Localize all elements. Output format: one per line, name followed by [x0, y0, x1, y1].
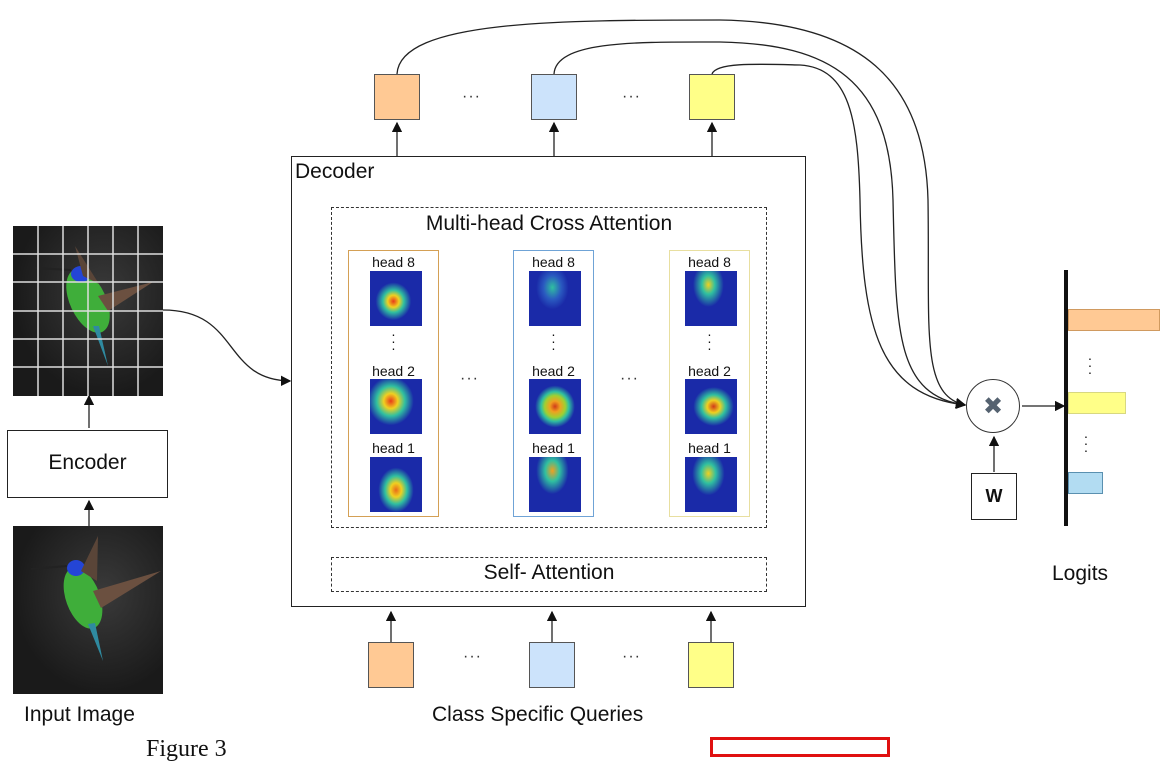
logit-bar-3	[1068, 472, 1103, 494]
vertical-ellipsis: ···	[391, 326, 396, 356]
multiply-icon: ✖	[982, 393, 1004, 420]
vertical-ellipsis: ···	[707, 326, 712, 356]
head-label: head 8	[372, 254, 415, 270]
hummingbird-illustration	[13, 226, 163, 396]
ellipsis: ···	[620, 370, 639, 387]
ellipsis: ···	[462, 88, 481, 105]
head-column-2: head 8 ··· head 2 head 1	[513, 250, 594, 517]
logits-axis	[1064, 270, 1068, 526]
ellipsis: ···	[463, 648, 482, 665]
attention-heatmap	[529, 271, 581, 326]
head-column-1: head 8 ··· head 2 head 1	[348, 250, 439, 517]
ellipsis: ···	[460, 370, 479, 387]
cross-attention-label: Multi-head Cross Attention	[425, 212, 673, 235]
input-image-label: Input Image	[24, 703, 135, 726]
hummingbird-illustration	[30, 536, 161, 661]
encoder-label: Encoder	[48, 451, 127, 474]
logit-bar-2	[1068, 392, 1126, 414]
self-attention-label: Self- Attention	[483, 561, 615, 584]
self-attention-block	[331, 557, 767, 592]
decoder-label: Decoder	[295, 160, 375, 183]
figure-caption: Figure 3	[146, 736, 227, 762]
queries-label: Class Specific Queries	[432, 703, 644, 726]
cross-attention-block	[331, 207, 767, 528]
class-query-2	[529, 642, 575, 688]
weight-label: W	[985, 486, 1003, 506]
vertical-ellipsis: ···	[1087, 350, 1093, 380]
logit-bar-1	[1068, 309, 1160, 331]
multiply-node: ✖	[966, 379, 1020, 433]
output-query-1	[374, 74, 420, 120]
attention-heatmap	[370, 271, 422, 326]
class-query-3	[688, 642, 734, 688]
attention-heatmap	[529, 379, 581, 434]
head-label: head 8	[532, 254, 575, 270]
attention-heatmap	[370, 457, 422, 512]
output-query-3	[689, 74, 735, 120]
vertical-ellipsis: ···	[551, 326, 556, 356]
attention-heatmap	[370, 379, 422, 434]
head-label: head 2	[372, 363, 415, 379]
head-column-3: head 8 ··· head 2 head 1	[669, 250, 750, 517]
attention-heatmap	[685, 271, 737, 326]
attention-heatmap	[685, 457, 737, 512]
head-label: head 1	[532, 440, 575, 456]
attention-heatmap	[529, 457, 581, 512]
ellipsis: ···	[622, 648, 641, 665]
output-query-2	[531, 74, 577, 120]
head-label: head 1	[372, 440, 415, 456]
ellipsis: ···	[622, 88, 641, 105]
head-label: head 1	[688, 440, 731, 456]
input-image	[13, 526, 163, 694]
head-label: head 8	[688, 254, 731, 270]
weight-box: W	[971, 473, 1017, 520]
highlight-rectangle	[710, 737, 890, 757]
logits-label: Logits	[1052, 562, 1109, 585]
encoder-box: Encoder	[7, 430, 168, 498]
attention-heatmap	[685, 379, 737, 434]
head-label: head 2	[532, 363, 575, 379]
head-label: head 2	[688, 363, 731, 379]
vertical-ellipsis: ···	[1083, 428, 1089, 458]
class-query-1	[368, 642, 414, 688]
patch-grid-image	[13, 226, 163, 396]
